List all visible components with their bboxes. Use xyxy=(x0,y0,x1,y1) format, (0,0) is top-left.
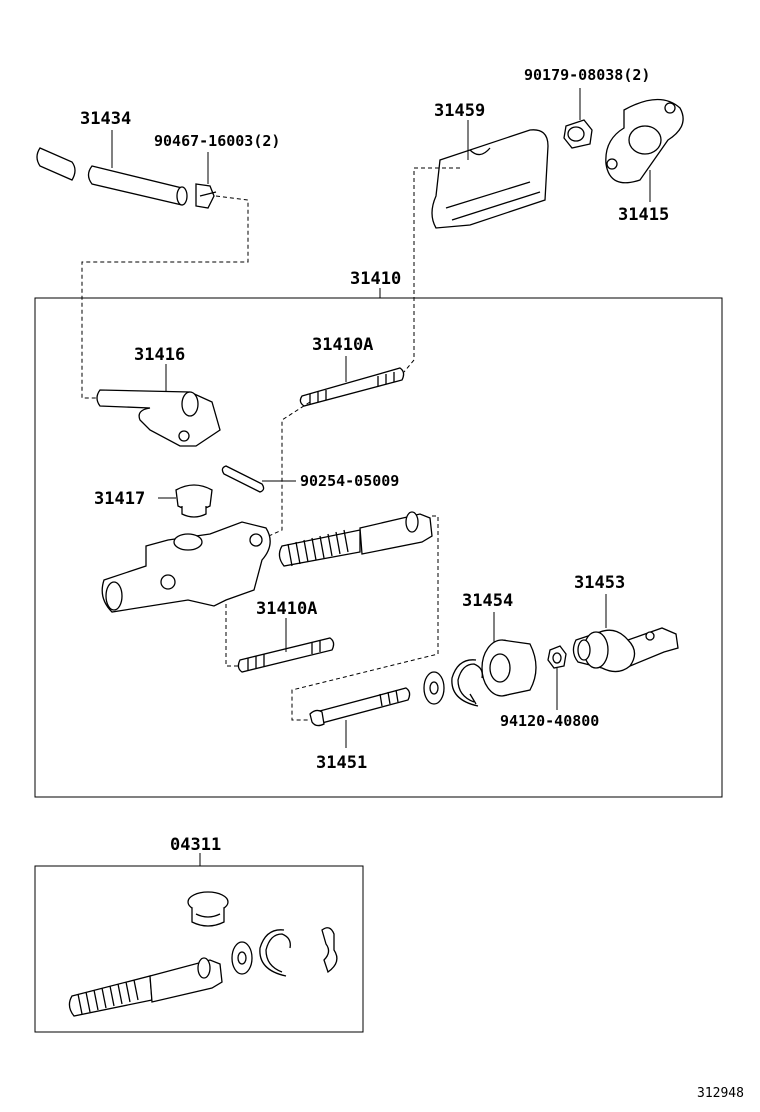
snap-ring-part xyxy=(451,659,483,707)
union-31416-part xyxy=(96,389,221,447)
nut-94120-part xyxy=(547,645,567,669)
bracket-31459-part xyxy=(431,129,549,229)
kit-snap-ring-part xyxy=(259,929,291,977)
label-04311: 04311 xyxy=(170,835,221,855)
label-90467-16003: 90467-16003(2) xyxy=(154,132,280,150)
piston-spring-assembly-part xyxy=(278,511,433,567)
label-31434: 31434 xyxy=(80,109,131,129)
label-94120-40800: 94120-40800 xyxy=(500,712,599,730)
nut-90179-part xyxy=(563,119,593,149)
kit-04311-box xyxy=(34,865,364,1033)
assembly-31410-box xyxy=(34,297,723,798)
reservoir-cap-31417-part xyxy=(175,484,213,518)
push-rod-31410a-top-part xyxy=(299,367,405,407)
label-31451: 31451 xyxy=(316,753,367,773)
master-cylinder-body-part xyxy=(101,521,271,613)
pin-90254-part xyxy=(221,465,265,493)
label-31410a-mid: 31410A xyxy=(256,599,317,619)
label-31459: 31459 xyxy=(434,101,485,121)
push-rod-31451-part xyxy=(309,687,411,727)
boot-31454-part xyxy=(481,639,537,697)
hose-31434-part xyxy=(36,147,188,206)
label-31417: 31417 xyxy=(94,489,145,509)
kit-washer-part xyxy=(231,941,253,975)
kit-cotter-pin-part xyxy=(321,927,338,974)
document-id: 312948 xyxy=(697,1086,744,1101)
label-31416: 31416 xyxy=(134,345,185,365)
label-31454: 31454 xyxy=(462,591,513,611)
push-rod-31410a-mid-part xyxy=(237,637,335,673)
washer-part xyxy=(423,671,445,705)
label-31410a-top: 31410A xyxy=(312,335,373,355)
label-31415: 31415 xyxy=(618,205,669,225)
gasket-31415-part xyxy=(605,98,684,184)
label-31453: 31453 xyxy=(574,573,625,593)
hose-clip-90467-part xyxy=(195,183,217,209)
label-90254-05009: 90254-05009 xyxy=(300,472,399,490)
label-31410: 31410 xyxy=(350,269,401,289)
label-90179-08038: 90179-08038(2) xyxy=(524,66,650,84)
clevis-31453-part xyxy=(572,627,679,673)
kit-cap-part xyxy=(187,891,229,927)
kit-piston-spring-part xyxy=(68,957,223,1017)
